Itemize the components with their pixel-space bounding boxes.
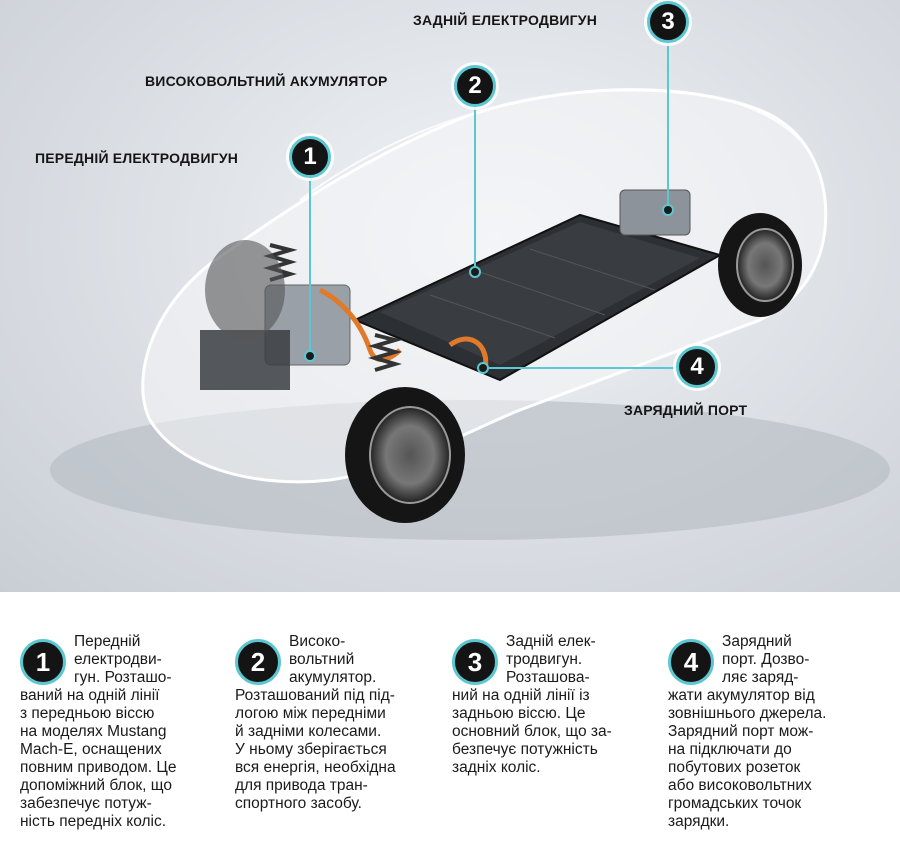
callout-badge-2: 2	[454, 65, 496, 107]
description-text-1: Передній електродви- гун. Розташо- ваний…	[20, 633, 177, 830]
description-battery: 2 Високо- вольтний акумулятор. Розташова…	[235, 633, 435, 813]
description-badge-2: 2	[235, 639, 281, 685]
orange-cables-front	[318, 287, 402, 362]
description-charge-port: 4 Зарядний порт. Дозво- ляє заряд- жати …	[668, 633, 868, 831]
description-badge-1: 1	[20, 639, 66, 685]
callout-badge-4: 4	[676, 346, 718, 388]
description-front-motor: 1 Передній електродви- гун. Розташо- ван…	[20, 633, 220, 831]
hero-image: ПЕРЕДНІЙ ЕЛЕКТРОДВИГУН 1 ВИСОКОВОЛЬТНИЙ …	[0, 0, 900, 592]
front-left-wheel	[205, 240, 285, 340]
callout-label-rear-motor: ЗАДНІЙ ЕЛЕКТРОДВИГУН	[413, 12, 598, 28]
description-badge-3: 3	[452, 639, 498, 685]
front-suspension	[263, 243, 403, 372]
callout-leaders	[309, 40, 678, 369]
description-text-4: Зарядний порт. Дозво- ляє заряд- жати ак…	[668, 633, 827, 830]
callout-dots	[304, 204, 674, 374]
callout-badge-1: 1	[289, 136, 331, 178]
battery-pack-top	[380, 222, 700, 365]
rear-motor	[619, 189, 691, 236]
description-badge-4: 4	[668, 639, 714, 685]
description-text-3: Задній елек- тродвигун. Розташова- ний н…	[452, 633, 612, 776]
description-rear-motor: 3 Задній елек- тродвигун. Розташова- ний…	[452, 633, 652, 777]
car-cutaway-illustration	[50, 40, 890, 540]
front-wheel	[345, 387, 465, 523]
car-roof-line	[299, 88, 801, 201]
description-text-2: Високо- вольтний акумулятор. Розташовани…	[235, 633, 396, 812]
callout-badge-3: 3	[647, 1, 689, 43]
callout-label-battery: ВИСОКОВОЛЬТНИЙ АКУМУЛЯТОР	[145, 73, 388, 89]
rear-wheel	[718, 213, 802, 317]
callout-label-charge-port: ЗАРЯДНИЙ ПОРТ	[624, 402, 748, 418]
callout-label-front-motor: ПЕРЕДНІЙ ЕЛЕКТРОДВИГУН	[35, 150, 239, 166]
